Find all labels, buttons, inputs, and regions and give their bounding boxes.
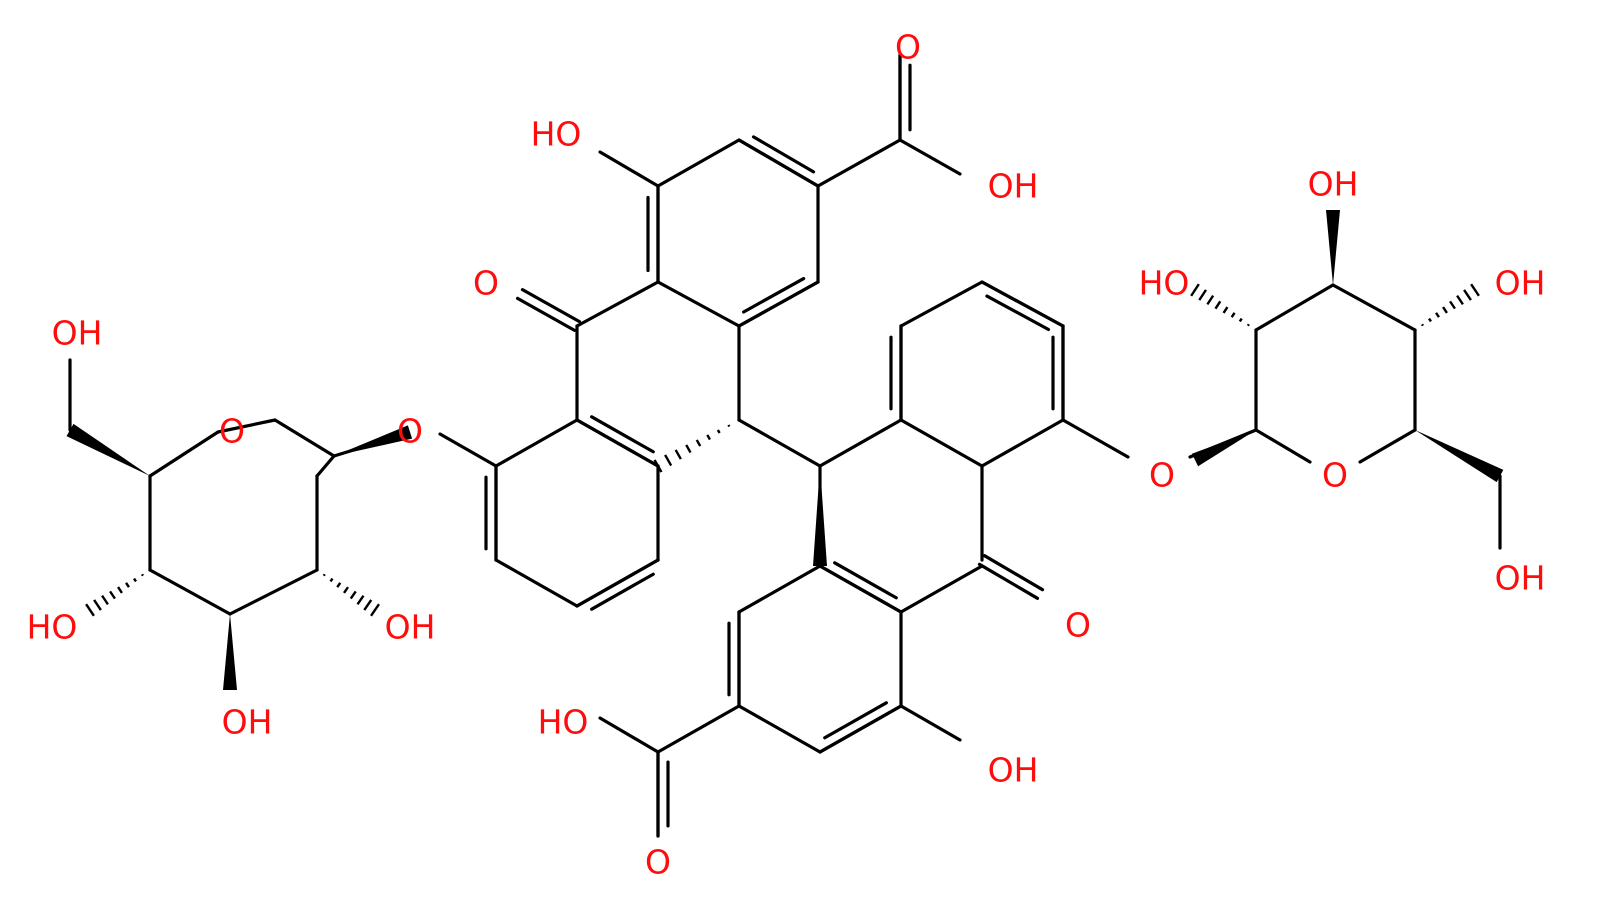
wedge-bond (1415, 430, 1504, 483)
wedge-bond (334, 425, 413, 456)
double-bond-line (737, 138, 820, 188)
hydroxyl-label: HO (538, 703, 589, 742)
hydroxyl-label: OH (1308, 165, 1359, 204)
ether-oxygen-label: O (397, 412, 423, 451)
double-bond-line (818, 564, 903, 614)
carbonyl-oxygen-label: O (1065, 606, 1091, 645)
single-bond (818, 418, 903, 468)
single-bond (494, 558, 579, 608)
wedge-bond (66, 423, 150, 476)
single-bond (228, 568, 319, 616)
single-bond (148, 430, 220, 478)
single-bond (737, 564, 822, 614)
single-bond (899, 418, 984, 468)
hydroxyl-label: HO (531, 115, 582, 154)
hydroxyl-label: OH (222, 703, 273, 742)
single-bond (656, 280, 741, 328)
hashed-wedge-bond (85, 573, 144, 617)
single-bond (598, 716, 660, 754)
hashed-wedge-bond (1190, 283, 1250, 327)
single-bond (899, 564, 984, 614)
wedge-bond (223, 614, 237, 690)
single-bond (816, 138, 902, 188)
single-bond (216, 418, 277, 434)
single-bond (1358, 428, 1417, 464)
carbonyl-bond (982, 554, 1045, 592)
double-bond-line (742, 276, 806, 314)
single-bond (1254, 283, 1335, 332)
single-bond (438, 432, 498, 468)
single-bond (737, 418, 822, 468)
ether-oxygen-label: O (1149, 456, 1175, 495)
single-bond (575, 280, 660, 328)
double-bond-line (575, 418, 660, 468)
wedge-bond (813, 466, 827, 566)
single-bond (1061, 418, 1130, 459)
ring-oxygen-label: O (1322, 456, 1348, 495)
single-bond (898, 138, 962, 176)
double-bond-line (737, 280, 820, 328)
hydroxyl-label: OH (52, 314, 103, 353)
wedge-bond (1191, 430, 1256, 467)
stereo-bond-layer (66, 210, 1504, 690)
single-bond (656, 704, 741, 754)
wedge-bond (1326, 210, 1340, 285)
single-bond (1331, 283, 1417, 332)
carbonyl-bond (977, 562, 1040, 600)
single-bond (273, 418, 336, 458)
carbonyl-oxygen-label: O (895, 28, 921, 67)
single-bond (899, 704, 962, 742)
single-bond (598, 150, 660, 188)
single-bond (315, 454, 336, 478)
single-bond (899, 280, 984, 328)
carbonyl-oxygen-label: O (473, 264, 499, 303)
hashed-wedge-bond (653, 424, 731, 473)
double-bond-line (590, 415, 655, 454)
carbonyl-oxygen-label: O (645, 843, 671, 882)
double-bond-line (823, 701, 888, 740)
double-bond-line (985, 294, 1051, 332)
single-bond (494, 418, 579, 468)
hydroxyl-label: OH (385, 608, 436, 647)
hydroxyl-label: HO (27, 608, 78, 647)
hydroxyl-label: OH (1495, 559, 1546, 598)
hashed-wedge-bond (322, 573, 380, 617)
single-bond (656, 138, 741, 188)
single-bond (737, 704, 822, 754)
hashed-wedge-bond (1421, 283, 1480, 327)
double-bond-line (590, 572, 655, 611)
hydroxyl-label: HO (1139, 264, 1190, 303)
bond-layer (68, 53, 1502, 838)
double-bond-line (833, 561, 898, 600)
single-bond (1254, 428, 1312, 464)
hydroxyl-label: OH (988, 751, 1039, 790)
ring-oxygen-label: O (219, 412, 245, 451)
single-bond (148, 568, 232, 616)
carbonyl-bond (520, 288, 582, 324)
double-bond-line (818, 704, 903, 754)
carbonyl-bond (515, 296, 577, 332)
double-bond-line (751, 135, 816, 174)
hydroxyl-label: OH (1495, 264, 1546, 303)
double-bond-line (575, 558, 660, 608)
hydroxyl-label: OH (988, 167, 1039, 206)
double-bond-line (980, 280, 1065, 328)
single-bond (980, 418, 1065, 468)
